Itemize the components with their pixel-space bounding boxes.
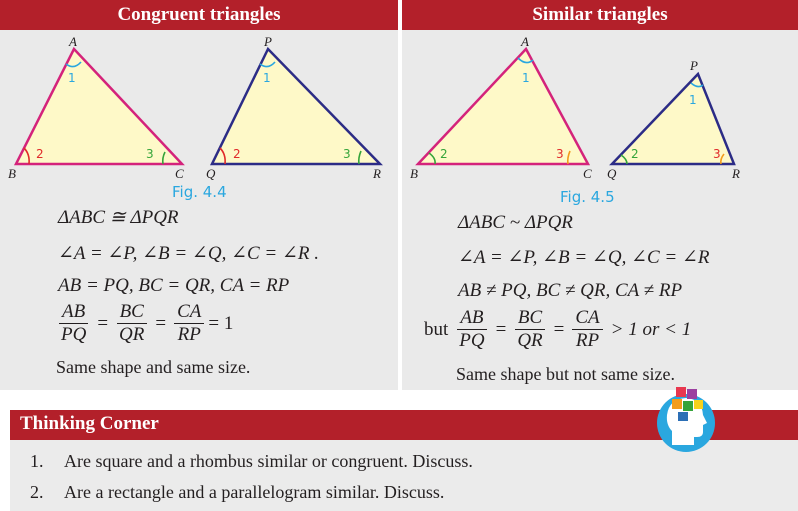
angle-arc-b-similar (428, 152, 436, 165)
ratio-result-similar: > 1 or < 1 (610, 318, 692, 340)
angle-1-abc: 1 (68, 71, 76, 85)
angle-2-abc: 2 (36, 147, 44, 161)
ratio-num-2: BC (116, 301, 147, 324)
similar-header: Similar triangles (402, 0, 798, 30)
congruence-statement: ΔABC ≅ ΔPQR (58, 207, 179, 228)
angle-arc-p (259, 61, 276, 68)
label-p-similar: P (689, 58, 698, 73)
label-p: P (263, 34, 272, 49)
ratio-result: = 1 (208, 312, 234, 334)
question-2: 2. Are a rectangle and a parallelogram si… (30, 482, 444, 503)
label-q-similar: Q (607, 166, 617, 180)
label-b: B (8, 166, 16, 180)
ratio-num-3-similar: CA (572, 307, 603, 330)
similar-panel: Similar triangles A B C P Q R 1 2 3 1 2 … (402, 0, 798, 390)
angle-3-pqr-similar: 3 (713, 147, 721, 161)
angle-arc-c-similar (566, 150, 571, 165)
question-1-number: 1. (30, 451, 44, 471)
figure-caption-4-5: Fig. 4.5 (560, 188, 615, 206)
congruent-caption: Same shape and same size. (56, 357, 251, 377)
angle-1-pqr: 1 (263, 71, 271, 85)
ratio-num-1-similar: AB (457, 307, 487, 330)
ratio-den-3-similar: RP (575, 330, 600, 351)
similar-triangles-figure: A B C P Q R 1 2 3 1 2 3 (410, 34, 740, 180)
angle-arc-a-similar (517, 57, 534, 64)
angle-3-abc-similar: 3 (556, 147, 564, 161)
angle-2-abc-similar: 2 (440, 147, 448, 161)
congruent-triangles-figure: A B C P Q R 1 2 3 1 2 3 (8, 34, 383, 180)
label-r-similar: R (731, 166, 740, 180)
label-a-similar: A (520, 34, 529, 49)
similarity-statement: ΔABC ~ ΔPQR (458, 212, 573, 233)
ratio-prefix: but (424, 318, 449, 340)
angle-2-pqr-similar: 2 (631, 147, 639, 161)
ratio-num-2-similar: BC (514, 307, 546, 330)
triangle-abc-similar (415, 46, 591, 166)
angle-3-pqr: 3 (343, 147, 351, 161)
side-equalities: AB = PQ, BC = QR, CA = RP (58, 275, 290, 296)
figure-caption-4-4: Fig. 4.4 (172, 183, 227, 201)
angle-2-pqr: 2 (233, 147, 241, 161)
angle-3-abc: 3 (146, 147, 154, 161)
angle-1-abc-similar: 1 (522, 71, 530, 85)
congruent-panel: Congruent triangles A B C P Q R 1 2 3 1 … (0, 0, 398, 390)
ratio-den-1-similar: PQ (459, 330, 485, 351)
angle-arc-q-similar (620, 154, 628, 165)
congruent-header: Congruent triangles (0, 0, 398, 30)
question-2-text: Are a rectangle and a parallelogram simi… (64, 482, 445, 502)
ratio-num-3: CA (174, 301, 205, 324)
angle-equalities-similar: ∠A = ∠P, ∠B = ∠Q, ∠C = ∠R (458, 247, 710, 268)
triangle-pqr-similar (609, 71, 736, 166)
label-c: C (175, 166, 184, 180)
label-a: A (68, 34, 77, 49)
ratio-den-2: QR (119, 324, 145, 345)
angle-arc-c (161, 151, 166, 165)
thinking-corner-body (10, 440, 798, 511)
ratio-den-2-similar: QR (517, 330, 543, 351)
head-puzzle-icon (657, 387, 715, 452)
similar-caption: Same shape but not same size. (456, 364, 675, 384)
triangle-pqr (210, 46, 383, 166)
angle-1-pqr-similar: 1 (689, 93, 697, 107)
angle-arc-r (357, 150, 362, 165)
side-inequalities: AB ≠ PQ, BC ≠ QR, CA ≠ RP (458, 280, 683, 301)
ratio-den-1: PQ (61, 324, 87, 345)
ratio-num-1: AB (59, 301, 89, 324)
angle-arc-q (219, 147, 226, 165)
label-r: R (372, 166, 381, 180)
label-c-similar: C (583, 166, 592, 180)
angle-arc-a (65, 61, 82, 68)
question-2-number: 2. (30, 482, 44, 502)
thinking-corner-title: Thinking Corner (20, 413, 159, 434)
question-1-text: Are square and a rhombus similar or cong… (64, 451, 473, 471)
angle-equalities: ∠A = ∠P, ∠B = ∠Q, ∠C = ∠R . (58, 243, 320, 264)
ratio-den-3: RP (177, 324, 201, 345)
angle-arc-b (23, 147, 30, 165)
angle-arc-p-similar (690, 82, 704, 88)
label-b-similar: B (410, 166, 418, 180)
label-q: Q (206, 166, 216, 180)
triangle-abc (13, 46, 185, 166)
question-1: 1. Are square and a rhombus similar or co… (30, 451, 473, 472)
angle-arc-r-similar (720, 153, 725, 165)
